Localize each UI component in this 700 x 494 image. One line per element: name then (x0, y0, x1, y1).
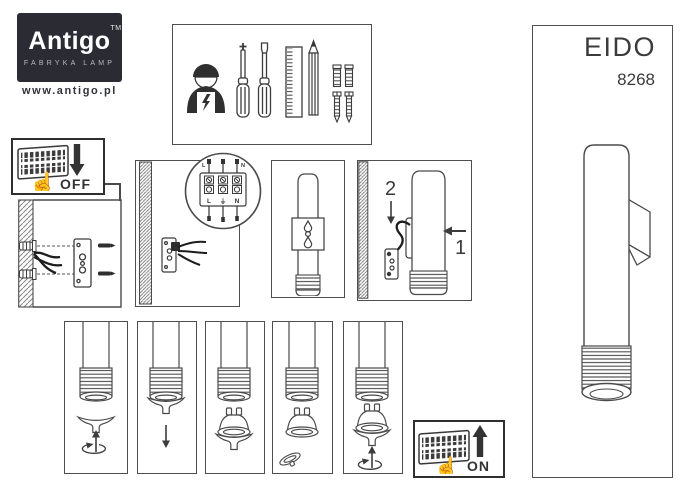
arrow-up-icon (91, 429, 101, 453)
neutral-label-top: N (241, 163, 245, 169)
pencil-icon (308, 39, 319, 116)
terminal-screws (204, 175, 242, 194)
hand-icon: ☝ (434, 455, 459, 474)
brand-website: www.antigo.pl (22, 85, 117, 97)
bulb-step-5-panel (343, 321, 403, 474)
wall-mount-step-panel (18, 199, 122, 308)
power-off-label: OFF (60, 176, 91, 191)
lamp-tube-end (217, 322, 251, 402)
lamp-tube-end (149, 322, 183, 402)
arrow-down-icon (69, 144, 85, 176)
lamp-tube-end (355, 322, 389, 402)
live-label-top: L (202, 163, 206, 169)
hand-icon: ☝ (29, 170, 56, 191)
bulb-step-4-panel (272, 321, 333, 474)
arrow-down-icon (161, 424, 171, 449)
flat-screwdriver-icon (257, 42, 272, 118)
tools-panel (172, 24, 372, 145)
power-off-panel: ☝ OFF (11, 138, 105, 195)
step2-label: 2 (385, 178, 396, 200)
wall-plug-icon (19, 240, 37, 280)
magnifier-circle: L N L ⏚ N (184, 152, 262, 230)
connector-line (105, 183, 121, 185)
arrow-left-icon (443, 226, 466, 236)
wall-section (358, 161, 369, 299)
bulb-step-1-panel (64, 321, 128, 474)
wall-section (18, 199, 34, 308)
screw-icon (98, 243, 116, 276)
outgoing-wires (207, 206, 239, 222)
power-on-panel: ☝ ON (413, 420, 505, 478)
screw-icon (332, 91, 354, 124)
gu10-bulb-icon (285, 407, 319, 438)
live-label: L (207, 198, 211, 205)
neutral-label: N (235, 198, 240, 205)
arrow-up-icon (367, 445, 377, 469)
lamp-tube-end (79, 322, 113, 402)
supply-wires (33, 251, 63, 275)
earth-label: ⏚ (220, 198, 227, 206)
hanging-steps-panel: 2 1 (357, 160, 472, 301)
arrow-up-icon (472, 425, 488, 457)
back-plate (291, 217, 325, 251)
tools-illustration (187, 39, 354, 124)
lamp-tube (581, 144, 632, 402)
ruler-icon (285, 46, 303, 118)
bulb-step-3-panel (205, 321, 265, 474)
phillips-screwdriver-icon (236, 43, 250, 118)
connector-line (119, 183, 121, 201)
electrician-icon (187, 64, 225, 113)
mounting-bracket (73, 238, 92, 288)
bulb-step-2-panel (137, 321, 197, 474)
gu10-bulb-icon (217, 407, 251, 438)
arrow-down-icon (386, 200, 396, 225)
rotate-arrow-icon (357, 457, 383, 470)
mounting-bracket (384, 248, 399, 280)
brand-name: Antigo TM (28, 24, 122, 55)
rotate-arrow-icon (81, 441, 107, 454)
lamp-illustration (581, 144, 651, 402)
connected-wires (177, 240, 208, 266)
lamp-tube-end (285, 322, 319, 402)
lamp-tube (409, 170, 448, 296)
brand-tagline: FABRYKA LAMP (23, 59, 116, 67)
power-on-label: ON (467, 458, 490, 474)
wall-plug-icon (332, 64, 354, 88)
product-name: EIDO (583, 32, 656, 62)
step1-label: 1 (455, 237, 466, 259)
retaining-ring-tilted (279, 452, 301, 467)
trademark-symbol: TM (110, 24, 122, 32)
wall-bracket (625, 197, 651, 266)
product-model: 8268 (617, 70, 655, 89)
incoming-wires (207, 159, 239, 173)
lamp-plate-panel (271, 160, 345, 298)
product-panel: EIDO 8268 (532, 25, 673, 478)
brand-logo: Antigo TM FABRYKA LAMP (17, 13, 122, 82)
wall-section (139, 161, 152, 305)
gu10-bulb-icon (355, 403, 389, 434)
terminal-block (171, 242, 180, 251)
